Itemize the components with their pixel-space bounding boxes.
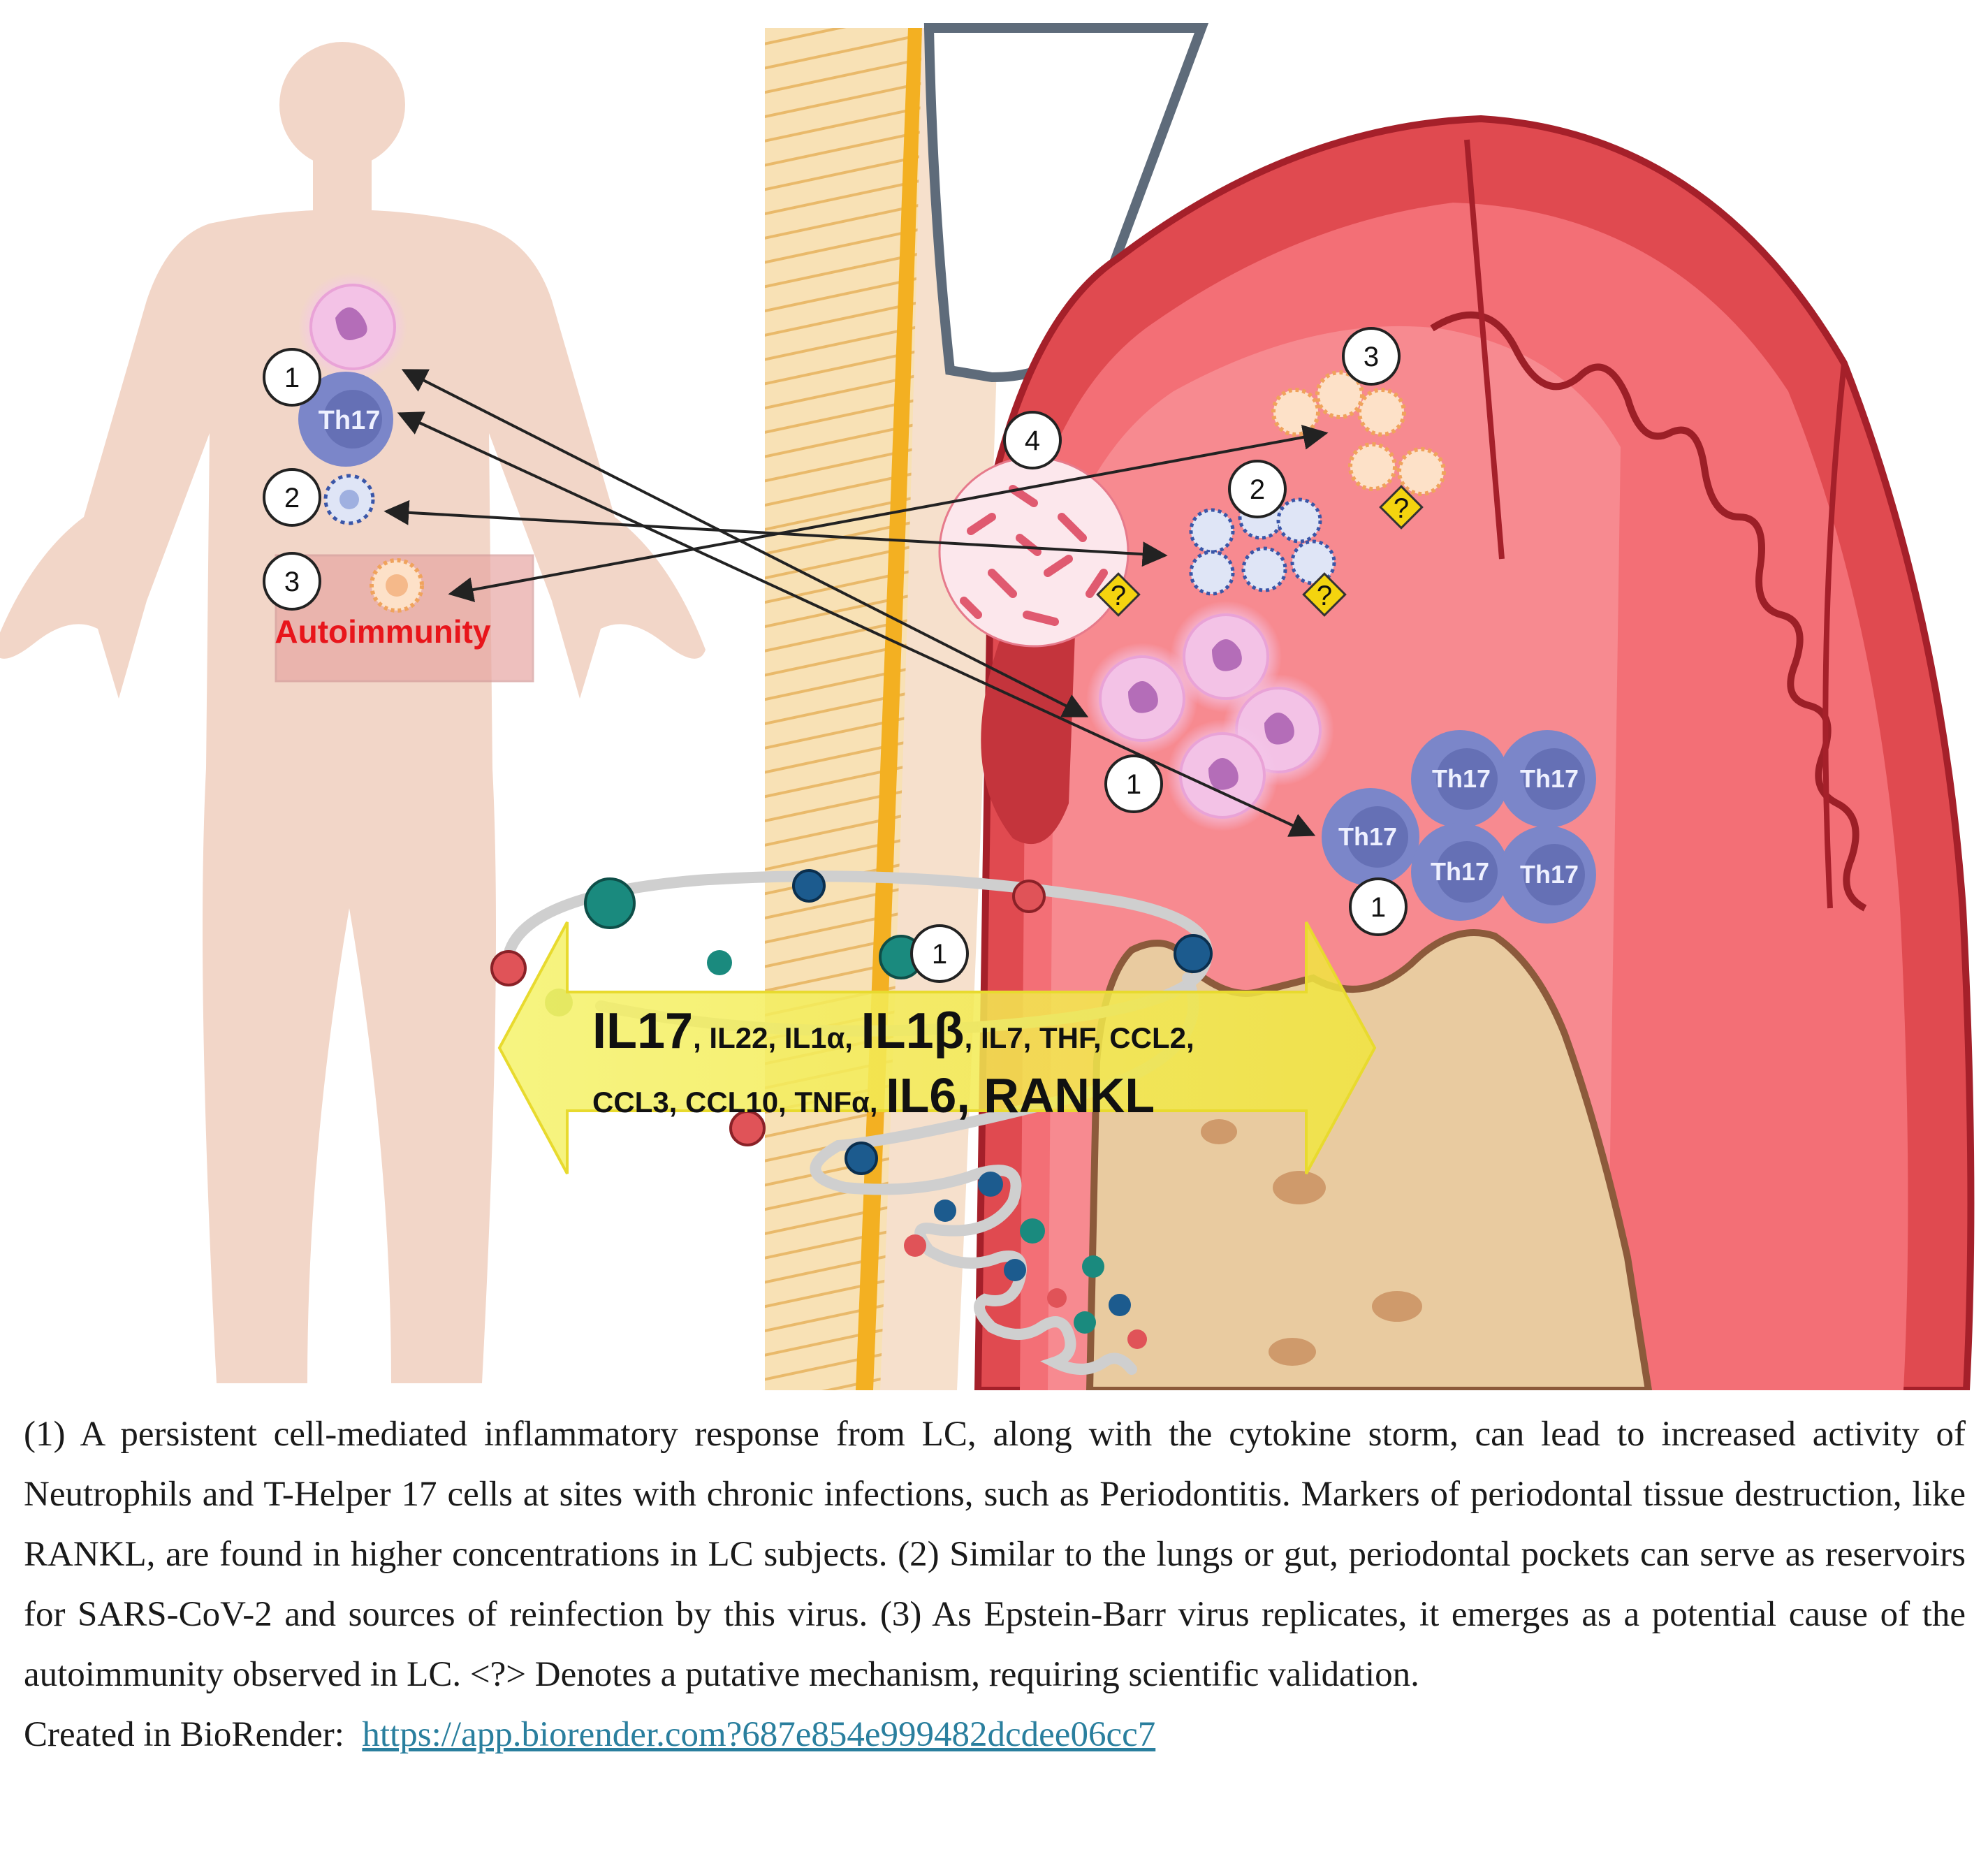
badge-1-body: 1 [263,348,321,407]
badge-1-neutrophils: 1 [1104,754,1163,813]
svg-text:1: 1 [1371,892,1386,923]
periodontal-long-covid-diagram: Th17 Autoimmunity [0,23,1975,1390]
human-silhouette [0,42,706,1383]
badge-2-pocket: 2 [1228,460,1287,518]
badge-2-body: 2 [263,468,321,527]
svg-text:3: 3 [284,567,300,597]
body-neutrophil [298,272,407,381]
connection-arrows [383,369,1329,837]
th17-label: Th17 [319,406,381,435]
badge-3-body: 3 [263,552,321,611]
question-badge-ebv: ? [1379,485,1424,530]
caption-credit: Created in BioRender: https://app.bioren… [24,1705,1966,1765]
badge-3-pocket: 3 [1342,327,1401,386]
th17-label: Th17 [1520,764,1579,793]
bone-lacunae [1201,1119,1422,1366]
svg-text:?: ? [1317,581,1332,611]
caption-paragraph: (1) A persistent cell-mediated inflammat… [24,1415,1966,1694]
svg-text:3: 3 [1364,342,1379,372]
credit-label: Created in BioRender: [24,1715,344,1754]
badge-1-cytokines: 1 [910,924,969,983]
th17-label: Th17 [1432,764,1491,793]
svg-text:2: 2 [1250,474,1265,505]
th17-label: Th17 [1431,857,1489,886]
svg-text:2: 2 [284,483,300,513]
gum-th17-cells: Th17 Th17 Th17 Th17 Th17 [1322,730,1596,924]
svg-text:4: 4 [1025,425,1040,456]
figure-caption: (1) A persistent cell-mediated inflammat… [24,1404,1966,1765]
svg-text:?: ? [1394,493,1409,524]
cytokine-line-1: IL17, IL22, IL1α, IL1β, IL7, THF, CCL2, [592,1003,1194,1059]
svg-text:1: 1 [284,363,300,393]
body-th17-cell: Th17 [298,372,393,467]
cytokine-line-2: CCL3, CCL10, TNFα, IL6, RANKL [592,1068,1155,1123]
autoimmunity-label: Autoimmunity [275,613,491,650]
th17-label: Th17 [1520,860,1579,889]
body-ebv-virus [370,558,424,613]
biorender-link[interactable]: https://app.biorender.com?687e854e999482… [362,1715,1156,1754]
number-badges: 1 2 3 4 2 3 1 1 1 [263,327,1408,983]
svg-text:1: 1 [932,939,947,970]
badge-1-th17: 1 [1349,877,1408,936]
svg-text:?: ? [1111,581,1126,611]
cytokine-double-arrow [497,921,1377,1174]
badge-4-bacteria: 4 [1003,411,1062,469]
svg-text:1: 1 [1126,769,1141,800]
body-sars-virus [323,474,375,525]
th17-label: Th17 [1338,822,1397,851]
